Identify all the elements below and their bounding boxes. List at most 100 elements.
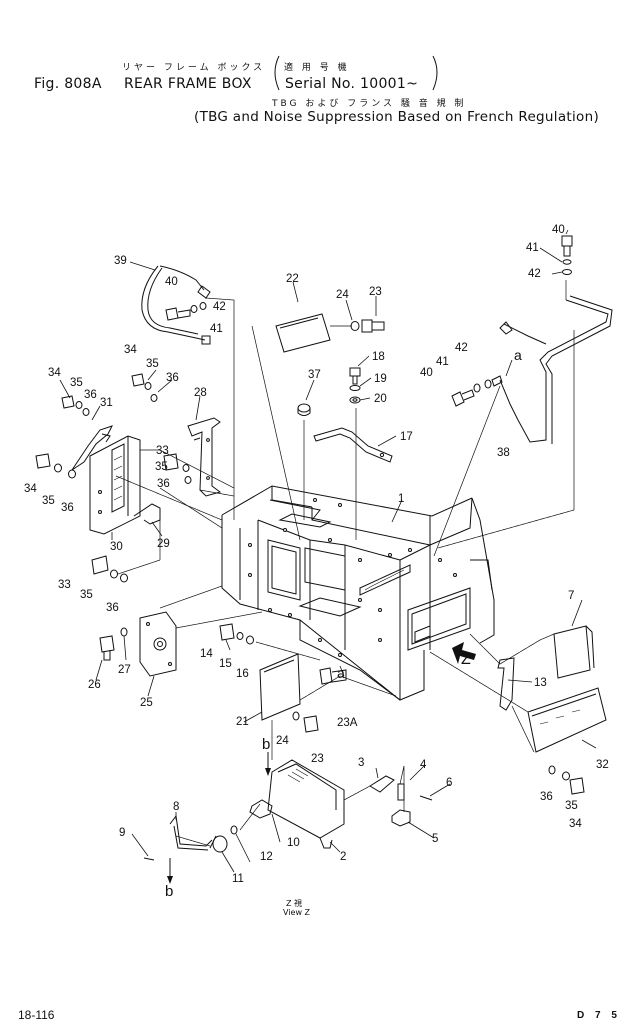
label-1: 1 [398,493,404,505]
label-36: 36 [84,389,97,401]
fitting-40-41-42-right-mid [451,375,503,407]
lever-3 [369,775,395,793]
leader-lines [59,229,597,873]
label-13: 13 [534,677,547,689]
view-z-label: View Z [283,908,311,917]
label-42: 42 [455,342,468,354]
bracket-13 [497,657,515,711]
box-2 [267,759,345,849]
label-34: 34 [124,344,137,356]
label-36: 36 [157,478,170,490]
ref-letter-a: a [337,665,345,681]
label-35: 35 [80,589,93,601]
bolt-set-34-upper-mid [131,373,158,402]
label-31: 31 [100,397,113,409]
bolt-18-stack [349,367,361,404]
label-3: 3 [358,757,364,769]
ref-arrow-b-lower [167,858,173,884]
label-8: 8 [173,801,179,813]
label-40: 40 [165,276,178,288]
label-33: 33 [58,579,71,591]
ref-arrow-b-upper [265,752,271,776]
label-12: 12 [260,851,273,863]
pin-6 [419,795,433,801]
label-35: 35 [155,461,168,473]
label-17: 17 [400,431,413,443]
label-24: 24 [276,735,289,747]
knob-11 [209,835,228,853]
label-18: 18 [372,351,385,363]
label-14: 14 [200,648,213,660]
bolt-set-33-upper [163,453,192,484]
figure-number: Fig. 808A [34,76,102,92]
label-35: 35 [565,800,578,812]
label-22: 22 [286,273,299,285]
leader-a-upper [505,359,513,377]
leader-a-lower [339,665,345,677]
bolt-set-34-left-lower [35,453,76,479]
bolt-set-14-15-16 [219,623,254,645]
label-40: 40 [552,224,565,236]
ref-letter-b: b [165,883,173,900]
label-9: 9 [119,827,125,839]
label-42: 42 [528,268,541,280]
figure-title: REAR FRAME BOX [124,76,252,92]
label-27: 27 [118,664,131,676]
label-36: 36 [540,791,553,803]
clip-5 [391,809,411,827]
bolt-set-34-left-upper [61,395,90,416]
bracket-28 [187,417,222,497]
view-z-japanese: Z 視 [286,899,303,908]
washer-12 [230,825,238,835]
label-24: 24 [336,289,349,301]
label-23: 23 [311,753,324,765]
bolt-23-lower [292,711,319,733]
label-23: 23 [369,286,382,298]
label-4: 4 [420,759,427,771]
label-26: 26 [88,679,101,691]
label-19: 19 [374,373,387,385]
label-32: 32 [596,759,609,771]
label-35: 35 [70,377,83,389]
label-36: 36 [166,372,179,384]
figure-note: (TBG and Noise Suppression Based on Fren… [194,109,600,125]
label-41: 41 [210,323,223,335]
pin-4 [397,783,405,801]
bracket-31 [71,425,113,471]
view-z-letter: Z [461,651,471,668]
label-41: 41 [526,242,539,254]
label-15: 15 [219,658,232,670]
label-20: 20 [374,393,387,405]
plate-21 [259,653,301,721]
serial-open-bracket [274,55,280,91]
assembly-phantom-lines [115,280,575,847]
bolt-set-33-lower [91,555,128,583]
bar-17 [313,427,393,463]
bolt-23a [319,667,347,685]
label-21: 21 [236,716,249,728]
label-30: 30 [110,541,123,553]
label-35: 35 [146,358,159,370]
label-39: 39 [114,255,127,267]
pin-9 [143,857,155,861]
note-japanese: TBG および フランス 騒 音 規 制 [272,99,467,109]
label-33: 33 [156,445,169,457]
serial-close-bracket [432,55,438,91]
label-28: 28 [194,387,207,399]
label-36: 36 [61,502,74,514]
title-japanese: リヤー フレーム ボックス [122,63,266,73]
label-11: 11 [232,873,244,885]
label-38: 38 [497,447,510,459]
bolt-set-34-right [548,765,585,795]
label-40: 40 [420,367,433,379]
label-6: 6 [446,777,452,789]
washer-27 [120,627,128,637]
label-34: 34 [48,367,61,379]
plate-30 [89,435,141,535]
cover-plate-22 [275,313,331,353]
label-41: 41 [436,356,449,368]
label-37: 37 [308,369,321,381]
label-7: 7 [568,590,574,602]
fitting-40-41-42-right-top [561,235,573,275]
